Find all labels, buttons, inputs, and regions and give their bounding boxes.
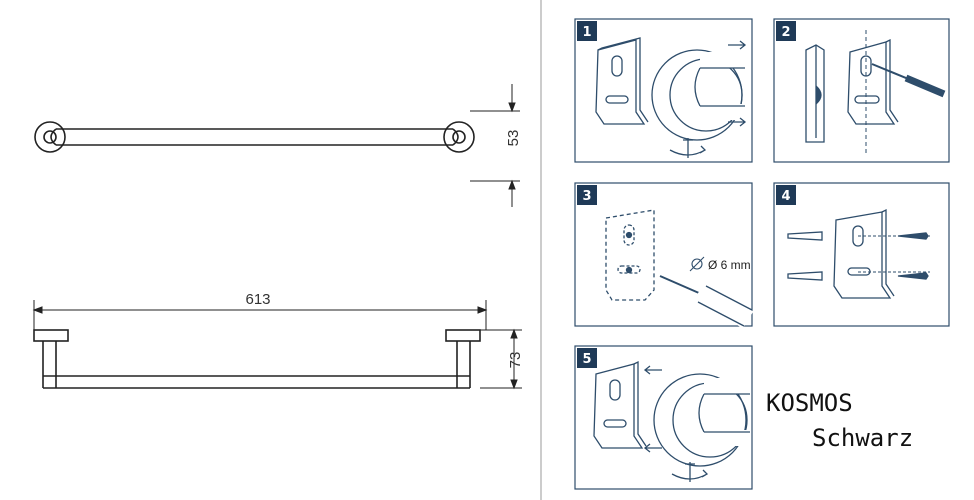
step-number: 2 — [781, 25, 790, 40]
step-number-badge — [776, 185, 796, 205]
step-number-badge — [776, 21, 796, 41]
step-number-badge — [577, 348, 597, 368]
screw-icon — [897, 232, 929, 240]
diameter-symbol — [691, 258, 703, 270]
product-name: KOSMOS — [766, 389, 853, 417]
top-view-drawing — [34, 84, 520, 207]
step-panel-2: 2 — [773, 18, 950, 163]
rotate-arrow-icon — [669, 145, 707, 156]
left-wall-plate — [33, 329, 69, 342]
dimension-53 — [470, 84, 520, 207]
step-panel-4: 4 — [773, 182, 950, 327]
right-rosette — [443, 121, 475, 153]
right-wall-plate — [445, 329, 481, 342]
step-number: 1 — [582, 25, 591, 40]
bracket-side-view — [805, 44, 825, 143]
side-view-drawing — [32, 300, 522, 390]
dimension-label-73: 73 — [507, 352, 524, 369]
step-panel-3: 3 Ø 6 mm — [574, 182, 754, 329]
wall-plug-icon — [787, 271, 823, 281]
drill-size-label: Ø 6 mm — [708, 258, 751, 272]
arrow-in-icon — [643, 365, 662, 375]
screw-icon — [897, 272, 929, 280]
dimension-label-613: 613 — [245, 291, 270, 308]
product-color: Schwarz — [812, 424, 913, 452]
bracket-outline-dashed — [605, 209, 655, 301]
towel-bar-side — [43, 375, 470, 389]
dimension-73 — [480, 328, 522, 390]
towel-bar-top — [56, 128, 453, 146]
dimension-613 — [32, 300, 488, 330]
step-number-badge — [577, 21, 597, 41]
step-number: 5 — [582, 352, 591, 367]
rosette-icon — [653, 373, 747, 467]
dimension-label-53: 53 — [505, 130, 522, 147]
step-number: 3 — [582, 189, 591, 204]
step-panel-1: 1 — [574, 18, 753, 163]
drill-body-icon — [697, 285, 753, 327]
arrow-out-icon — [728, 40, 747, 50]
left-rosette — [34, 121, 66, 153]
step-panel-5: 5 — [574, 345, 753, 490]
step-number-badge — [577, 185, 597, 205]
rotate-arrow-icon — [671, 469, 709, 480]
wall-bracket-icon — [595, 39, 646, 125]
wall-plug-icon — [787, 231, 823, 241]
step-number: 4 — [781, 189, 790, 204]
